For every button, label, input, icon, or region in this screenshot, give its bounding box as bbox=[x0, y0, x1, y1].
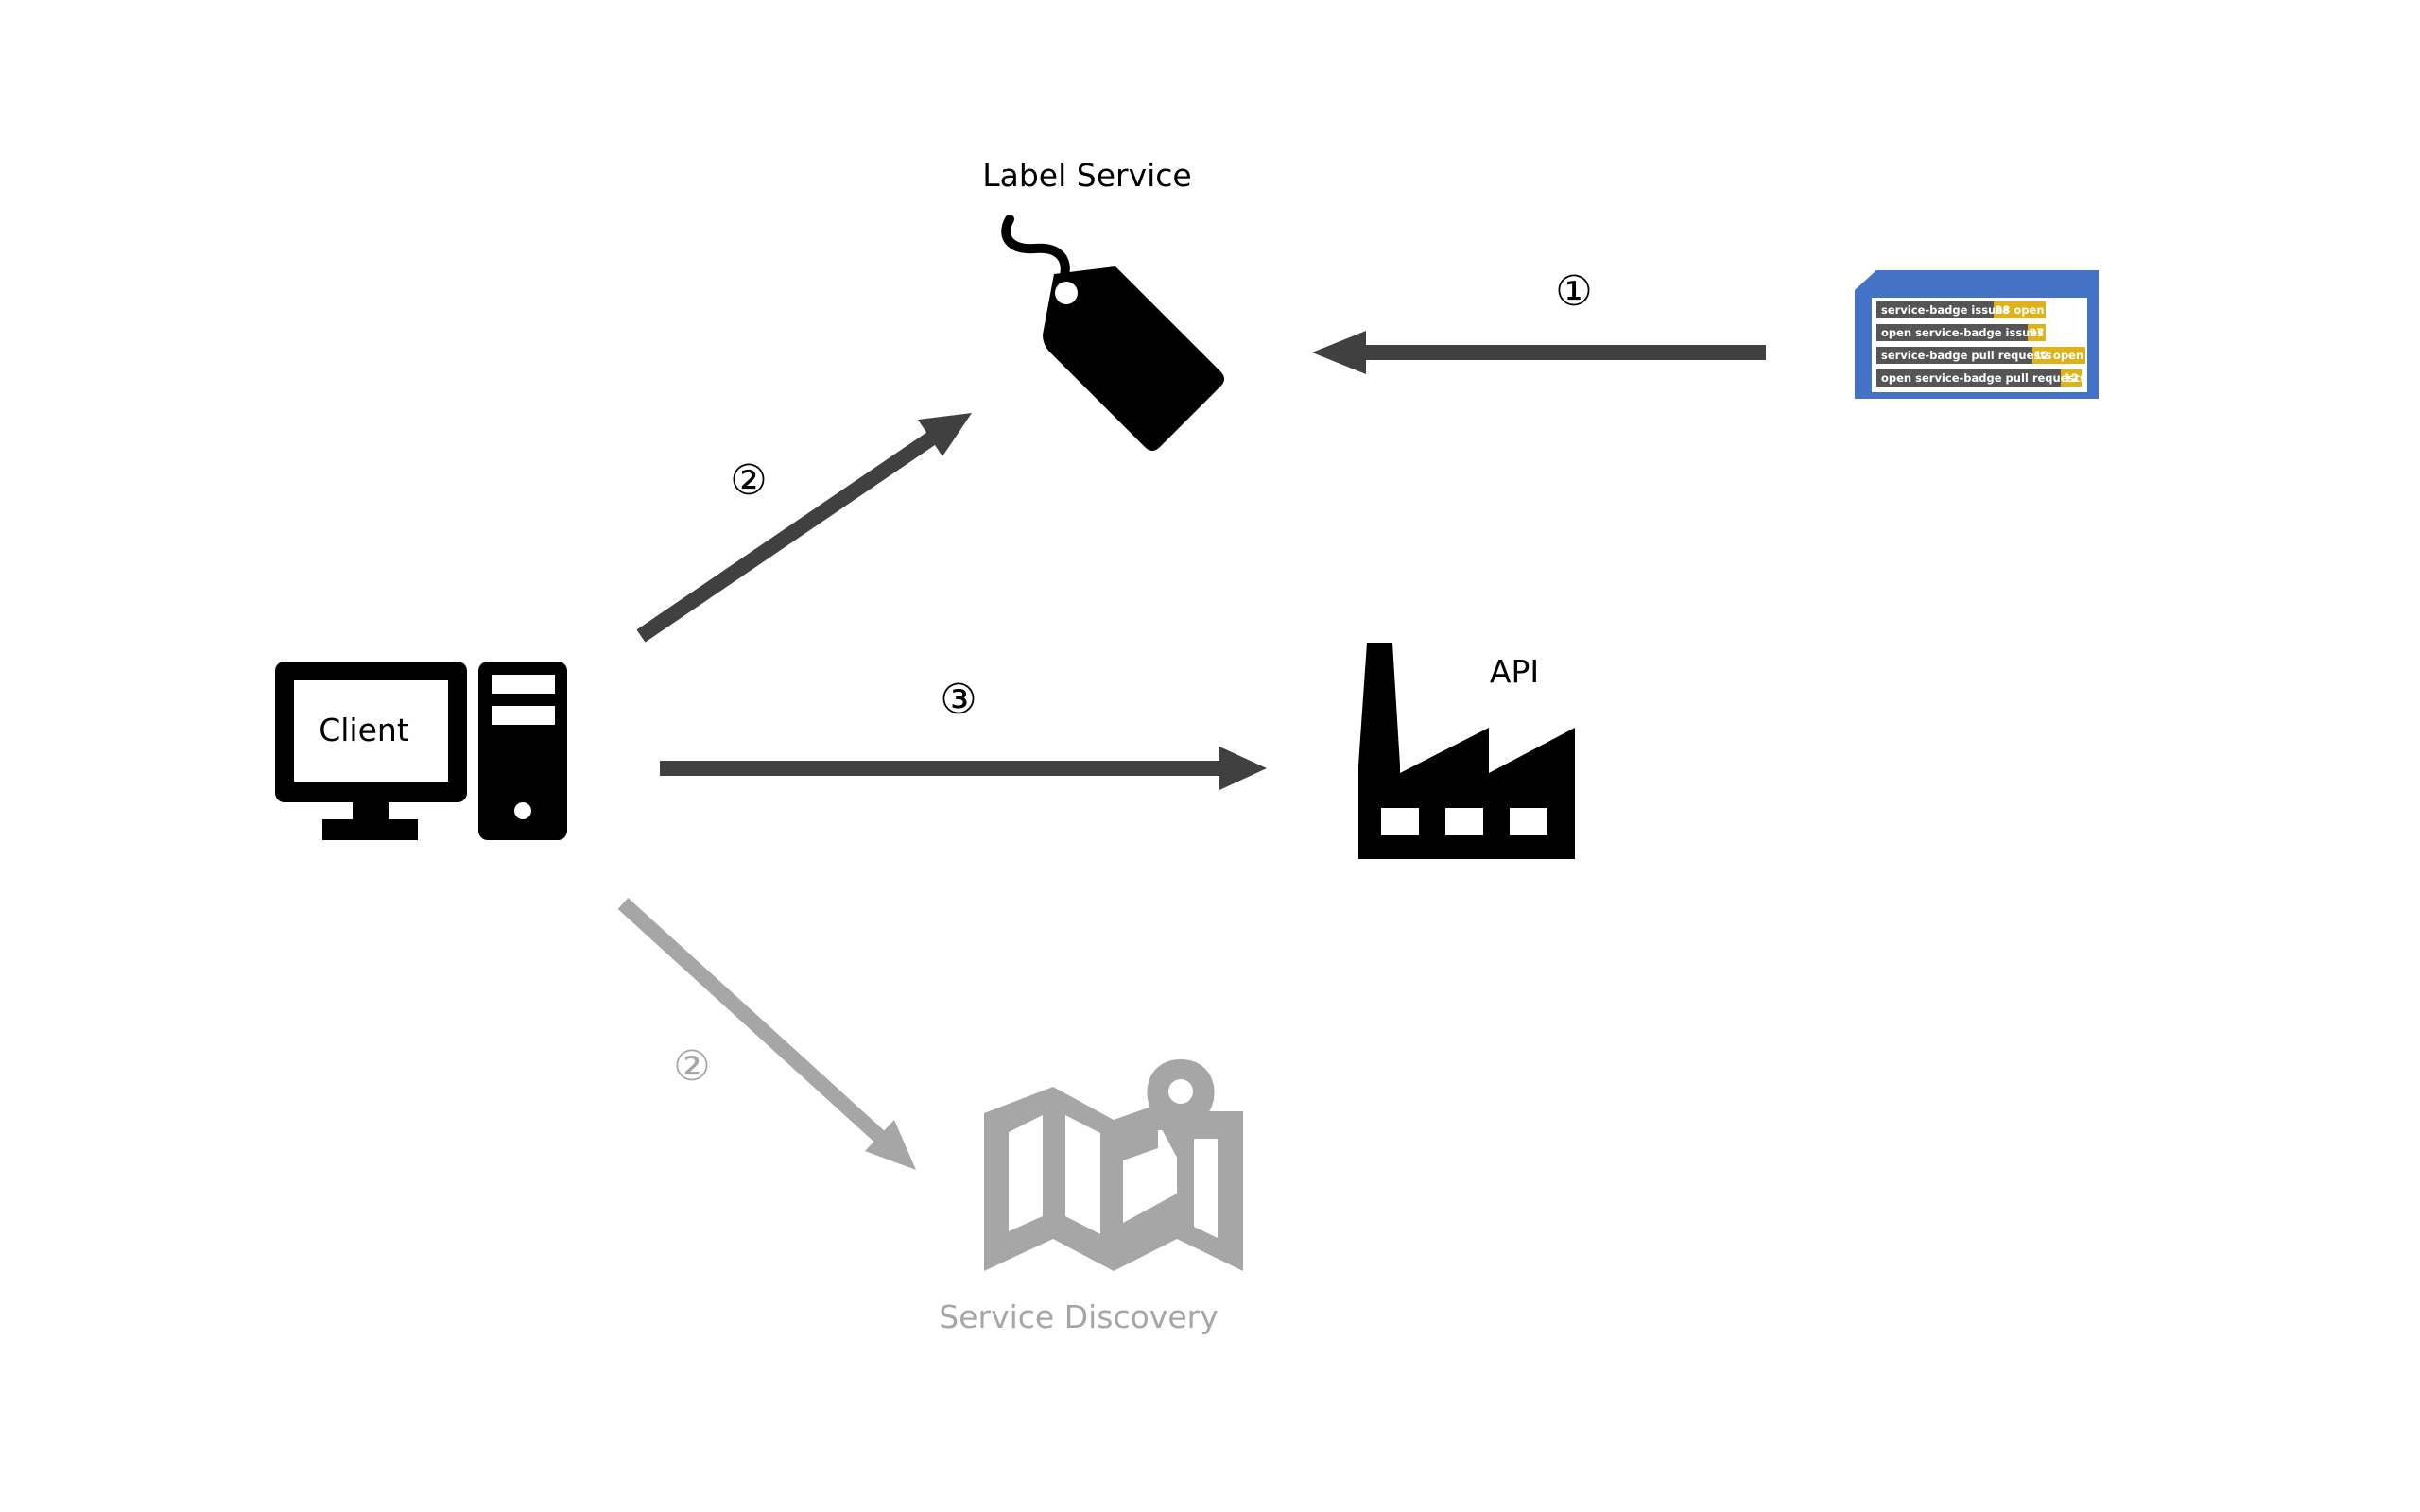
computer-icon bbox=[275, 662, 567, 840]
badge-label-bg bbox=[1876, 301, 1994, 318]
badge-label-bg bbox=[1876, 369, 2061, 387]
badge-value: 98 open bbox=[1995, 303, 2044, 317]
badge-value-bg bbox=[2028, 324, 2046, 341]
factory-icon bbox=[1358, 643, 1575, 859]
badge-label: open service-badge pull requests bbox=[1881, 371, 2086, 385]
badge-label: service-badge issues bbox=[1881, 303, 2010, 317]
tag-icon bbox=[1001, 215, 1224, 451]
badge-label: open service-badge issues bbox=[1881, 326, 2044, 339]
badge-value-bg bbox=[2032, 347, 2085, 364]
arrow-client-to-api bbox=[660, 747, 1267, 790]
api-label: API bbox=[1490, 653, 1539, 690]
map-icon bbox=[984, 1059, 1243, 1271]
badge-label: service-badge pull requests bbox=[1881, 349, 2052, 362]
badge-value-bg bbox=[2061, 369, 2082, 387]
badge-value: 97 bbox=[2029, 326, 2044, 339]
arrow-badges-to-label-service bbox=[1312, 331, 1766, 374]
label-service-title: Label Service bbox=[982, 157, 1191, 194]
arrow-client-to-label-service bbox=[636, 413, 972, 643]
step-2-label: ② bbox=[730, 456, 767, 505]
badge-value: 12 bbox=[2064, 371, 2079, 385]
badge-value: 12 open bbox=[2034, 349, 2083, 362]
badge-label-bg bbox=[1876, 324, 2028, 341]
service-discovery-label: Service Discovery bbox=[939, 1298, 1219, 1335]
badge-value-bg bbox=[1994, 301, 2046, 318]
client-label: Client bbox=[319, 712, 409, 748]
step-1-label: ① bbox=[1555, 267, 1592, 316]
badge-label-bg bbox=[1876, 347, 2032, 364]
arrow-client-to-service-discovery bbox=[617, 898, 916, 1170]
step-2-optional-label: ② bbox=[673, 1042, 710, 1091]
step-3-label: ③ bbox=[940, 676, 977, 724]
